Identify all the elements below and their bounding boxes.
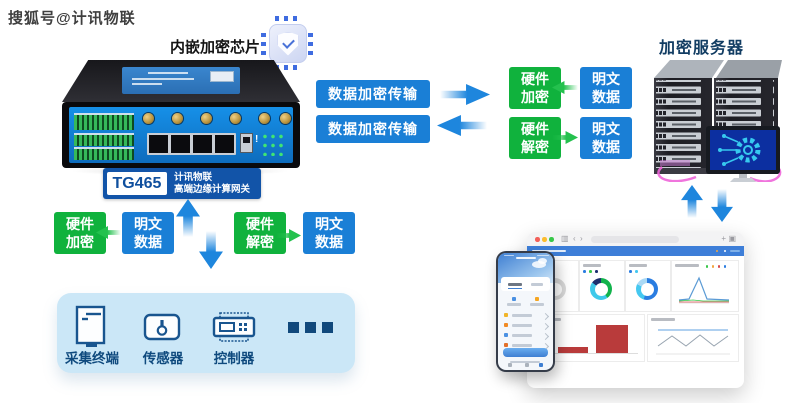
zigzag-line-chart [656, 329, 730, 355]
app-shortcut-icon [512, 297, 516, 301]
menu-item-icon [504, 313, 508, 317]
encrypted-transmission-box-1: 数据加密传输 [316, 80, 430, 108]
encryption-server-title: 加密服务器 [659, 40, 745, 57]
terminal-block-row3 [74, 147, 134, 160]
gateway-brand-lines: 计讯物联 高端边缘计算网关 [174, 172, 250, 196]
menu-item-icon [504, 323, 508, 327]
bottom-nav-icon [508, 363, 512, 367]
router-top-sticker [122, 67, 240, 94]
antenna-connector-icon [143, 113, 154, 124]
red-bar-large [596, 325, 628, 353]
terminal-block-row2 [74, 133, 134, 146]
gateway-model-plate: TG465 计讯物联 高端边缘计算网关 [103, 168, 261, 199]
controller-icon [212, 312, 256, 342]
data-collection-terminal-icon [75, 305, 106, 347]
ethernet-port-lan3 [191, 133, 214, 155]
arrow-down-icon [199, 231, 223, 269]
menu-item-icon [504, 333, 508, 337]
antenna-connector-icon [259, 113, 270, 124]
sensor-thermometer-icon [143, 313, 181, 341]
gateway-model: TG465 [107, 172, 167, 195]
edge-gateway-router-image: ! [62, 60, 300, 168]
antenna-connector-icon [280, 113, 291, 124]
trend-chart-panel [647, 314, 739, 362]
arrow-right-icon [440, 84, 490, 105]
check-icon [281, 35, 295, 49]
encryption-chip-shield-check-icon [261, 15, 313, 71]
mobile-app-phone-mockup [496, 251, 555, 372]
plain-data-box-gateway-right: 明文数据 [303, 212, 355, 254]
browser-toolbar: ▥ ‹ › + ▣ [527, 232, 744, 246]
arrow-up-icon [176, 199, 200, 237]
gateway-product-line: 高端边缘计算网关 [174, 183, 251, 195]
back-icon: ‹ [573, 234, 576, 243]
encryption-server-image [648, 50, 792, 183]
phone-screen [498, 253, 553, 370]
chip-pins-left [261, 31, 266, 55]
red-bar-small [558, 347, 588, 353]
server-racks-graphic [654, 60, 782, 183]
antenna-connector-icon [172, 113, 183, 124]
bottom-nav-icon [525, 363, 529, 367]
router-front-panel: ! [69, 107, 293, 163]
chip-pins-bottom [275, 65, 299, 70]
plain-data-box-server-top: 明文数据 [580, 67, 632, 109]
sticker-barcode [210, 71, 234, 82]
chip-pins-right [308, 31, 313, 55]
plain-data-box-gateway-left: 明文数据 [122, 212, 174, 254]
ethernet-port-wan [213, 133, 236, 155]
led-indicator-grid [261, 132, 283, 156]
terminal-block-row1 [74, 113, 134, 130]
encrypted-transmission-box-2: 数据加密传输 [316, 115, 430, 143]
close-window-icon [535, 237, 540, 242]
device-label: 控制器 [213, 351, 255, 366]
router-top-face [62, 60, 300, 102]
forward-icon: › [580, 234, 583, 243]
ethernet-port-lan1 [147, 133, 170, 155]
usb-port [240, 133, 253, 153]
line-chart-panel [671, 260, 739, 312]
device-label: 传感器 [142, 351, 184, 366]
primary-action-button [503, 348, 548, 357]
hw-encrypt-box-server: 硬件加密 [509, 67, 561, 109]
ethernet-port-lan2 [169, 133, 192, 155]
app-shortcut-icon [535, 297, 539, 301]
sidebar-icon: ▥ [561, 234, 569, 243]
peak-line-chart [678, 276, 730, 304]
field-devices-panel: 采集终端 传感器 控制器 [57, 293, 355, 373]
new-tab-icon: + [721, 234, 726, 243]
plain-data-box-server-bottom: 明文数据 [580, 117, 632, 159]
donut-chart-green-cyan [590, 278, 612, 300]
gateway-brand: 计讯物联 [174, 171, 213, 183]
donut-chart-blue [636, 278, 658, 300]
exclamation-mark: ! [255, 134, 259, 145]
menu-item-icon [504, 343, 508, 347]
arrow-down-icon [711, 189, 733, 222]
address-bar [591, 236, 679, 243]
antenna-connector-icon [201, 113, 212, 124]
embedded-chip-label: 内嵌加密芯片 [170, 39, 261, 56]
dashboard-header [527, 246, 744, 256]
stat-panel [579, 260, 625, 312]
arrow-left-icon [437, 115, 487, 136]
shield-icon [277, 31, 299, 56]
tabs-icon: ▣ [728, 234, 736, 243]
arrow-up-icon [681, 185, 703, 218]
maximize-window-icon [549, 237, 554, 242]
antenna-connector-icon [230, 113, 241, 124]
stat-panel [625, 260, 671, 312]
ellipsis-squares-icon [288, 322, 333, 333]
hw-decrypt-box-gateway: 硬件解密 [234, 212, 286, 254]
chip-body [269, 24, 307, 63]
chip-pins-top [275, 16, 299, 21]
device-label: 采集终端 [65, 351, 119, 366]
cloud-platform-browser-window: ▥ ‹ › + ▣ [527, 232, 744, 388]
bottom-nav-icon [539, 363, 543, 367]
watermark: 搜狐号@计讯物联 [8, 10, 136, 27]
hw-decrypt-box-server: 硬件解密 [509, 117, 561, 159]
minimize-window-icon [542, 237, 547, 242]
tab-card [501, 277, 550, 291]
